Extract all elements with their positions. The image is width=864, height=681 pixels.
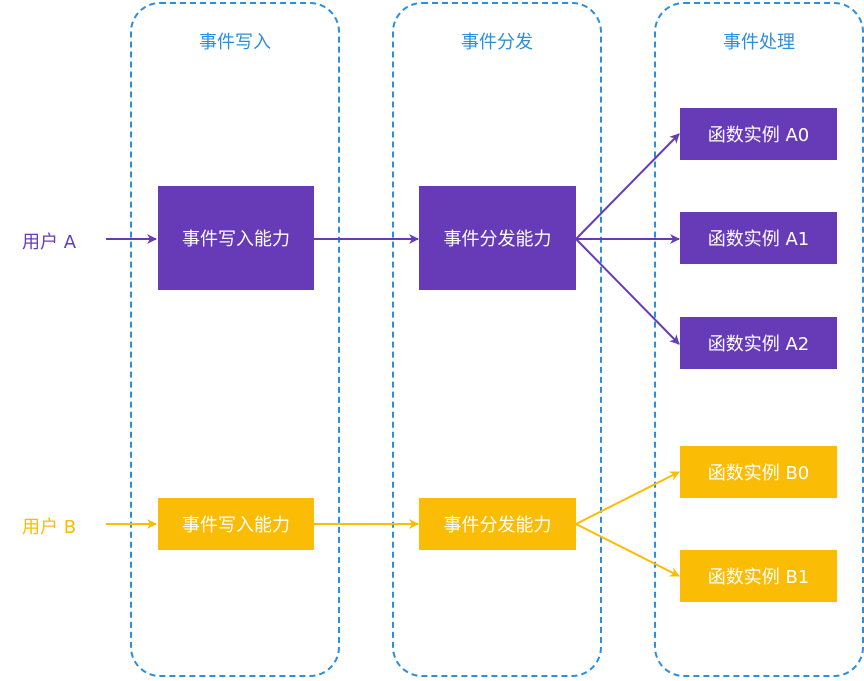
a-event-write-box: 事件写入能力 — [158, 186, 314, 290]
user-a-label: 用户 A — [22, 232, 77, 253]
lane-title-handle: 事件处理 — [723, 32, 795, 53]
function-instance-b0: 函数实例 B0 — [680, 446, 837, 498]
user-b-label: 用户 B — [22, 517, 77, 538]
lane-event-handle — [654, 2, 864, 677]
arrow-a-dispatch-to-a2 — [575, 238, 680, 345]
function-instance-b1: 函数实例 B1 — [680, 550, 837, 602]
lane-event-dispatch — [392, 2, 602, 677]
arrow-b-dispatch-to-b0 — [575, 471, 680, 525]
function-instance-a1: 函数实例 A1 — [680, 212, 837, 264]
function-instance-a2: 函数实例 A2 — [680, 317, 837, 369]
b-event-write-box: 事件写入能力 — [158, 498, 314, 550]
function-instance-a0: 函数实例 A0 — [680, 108, 837, 160]
lane-title-dispatch: 事件分发 — [461, 32, 533, 53]
arrow-a-dispatch-to-a0 — [575, 133, 680, 240]
a-event-dispatch-box: 事件分发能力 — [419, 186, 576, 290]
lane-title-write: 事件写入 — [199, 32, 271, 53]
arrow-b-dispatch-to-b1 — [575, 523, 680, 577]
lane-event-write — [130, 2, 340, 677]
b-event-dispatch-box: 事件分发能力 — [419, 498, 576, 550]
